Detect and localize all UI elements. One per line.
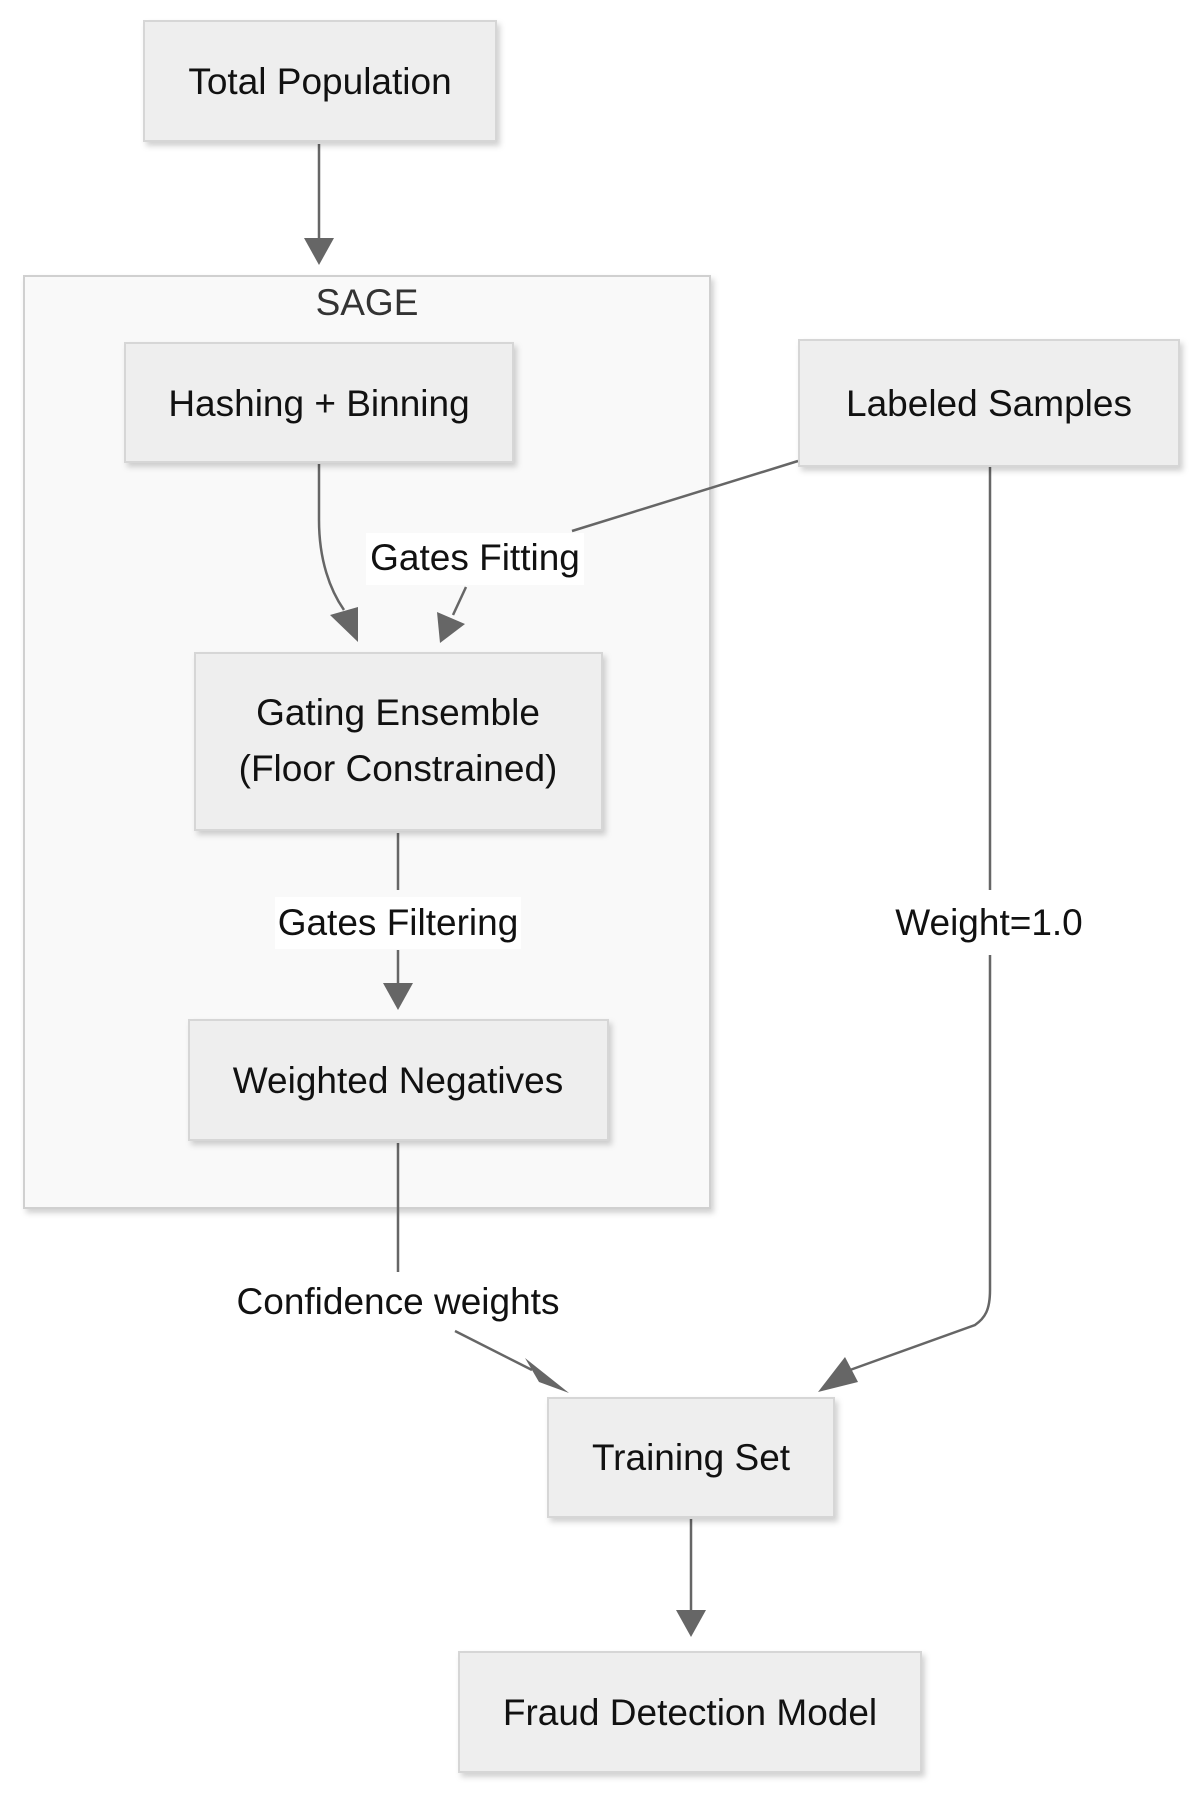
arrowhead-icon [330,607,358,642]
gating-ensemble-label-line2: (Floor Constrained) [239,748,558,789]
confidence-weights-label: Confidence weights [237,1281,560,1322]
node-total-population: Total Population [143,20,497,142]
arrowhead-icon [525,1358,569,1393]
arrowhead-icon [676,1610,706,1637]
node-hashing-binning: Hashing + Binning [124,342,514,463]
edge-labeled-to-training [818,463,992,1392]
edge-labeled-to-gating [437,459,799,643]
gates-filtering-label: Gates Filtering [278,902,519,943]
edge-label-confidence-weights: Confidence weights [230,1276,566,1328]
arrowhead-icon [818,1357,858,1392]
gates-fitting-label: Gates Fitting [370,537,580,578]
weight-label: Weight=1.0 [895,902,1083,943]
edge-label-gates-fitting: Gates Fitting [366,533,584,585]
sage-cluster-title: SAGE [316,282,419,323]
labeled-samples-label: Labeled Samples [846,383,1132,424]
node-labeled-samples: Labeled Samples [798,339,1180,467]
node-training-set: Training Set [547,1397,835,1518]
edge-hashing-to-gating [317,464,358,642]
edge-label-gates-filtering: Gates Filtering [275,897,521,949]
total-population-label: Total Population [188,61,451,102]
arrowhead-icon [437,612,465,643]
edge-training-to-fraud [676,1519,706,1637]
hashing-binning-label: Hashing + Binning [168,383,469,424]
fraud-detection-model-label: Fraud Detection Model [503,1692,877,1733]
arrowhead-icon [383,983,413,1010]
gating-ensemble-label-line1: Gating Ensemble [256,692,540,733]
node-fraud-detection-model: Fraud Detection Model [458,1651,922,1773]
edge-weighted-to-training [396,1143,569,1393]
training-set-label: Training Set [592,1437,791,1478]
arrowhead-icon [304,238,334,265]
edge-total-to-sage [304,144,334,265]
node-weighted-negatives: Weighted Negatives [188,1019,609,1141]
edge-gating-to-weighted [383,833,413,1010]
edge-label-weight: Weight=1.0 [891,897,1087,949]
weighted-negatives-label: Weighted Negatives [233,1060,563,1101]
node-gating-ensemble: Gating Ensemble (Floor Constrained) [194,652,603,831]
